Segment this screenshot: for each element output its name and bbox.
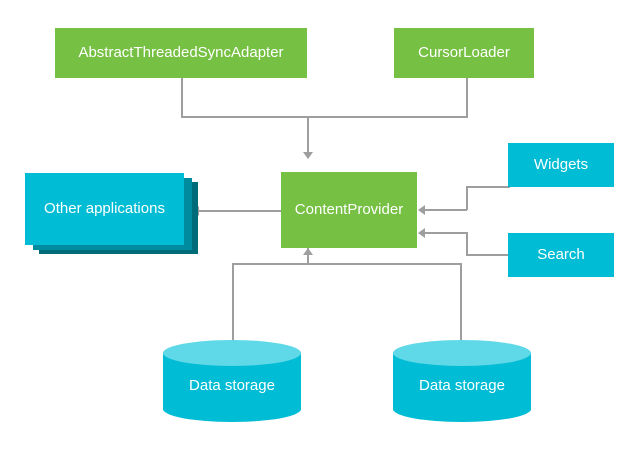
connector-storage-left-vertical (232, 263, 234, 353)
connector-widgets-vertical (466, 186, 468, 210)
connector-search-vertical (466, 232, 468, 256)
node-label-data-storage-right: Data storage (419, 377, 505, 394)
cylinder-bottom-ellipse-right (393, 396, 531, 422)
cylinder-top-ellipse-left (163, 340, 301, 366)
connector-provider-to-other-apps (199, 210, 281, 212)
connector-storage-right-vertical (460, 263, 462, 353)
connector-top-to-provider-vertical (307, 116, 309, 158)
connector-search-horizontal-left (425, 232, 467, 234)
node-cursor-loader[interactable]: CursorLoader (394, 28, 534, 78)
node-label-cursor-loader: CursorLoader (418, 44, 510, 62)
cylinder-top-ellipse-right (393, 340, 531, 366)
arrowhead-storage-to-provider (303, 248, 313, 255)
node-label-sync-adapter: AbstractThreadedSyncAdapter (78, 44, 284, 62)
connector-sync-adapter-vertical (181, 77, 183, 117)
cylinder-bottom-ellipse-left (163, 396, 301, 422)
connector-search-horizontal-right (466, 254, 510, 256)
node-search[interactable]: Search (508, 233, 614, 277)
node-abstract-threaded-sync-adapter[interactable]: AbstractThreadedSyncAdapter (55, 28, 307, 78)
node-label-other-applications: Other applications (44, 200, 165, 218)
connector-storage-to-provider-vertical (307, 247, 309, 265)
node-data-storage-right[interactable]: Data storage (393, 340, 531, 423)
node-widgets[interactable]: Widgets (508, 143, 614, 187)
node-content-provider[interactable]: ContentProvider (281, 172, 417, 248)
connector-cursor-loader-vertical (466, 77, 468, 117)
node-label-widgets: Widgets (533, 156, 589, 174)
node-label-data-storage-left: Data storage (189, 377, 275, 394)
arrowhead-search-to-provider (418, 228, 425, 238)
connector-widgets-horizontal-left (425, 209, 467, 211)
node-label-content-provider: ContentProvider (294, 201, 404, 219)
node-label-search: Search (537, 246, 585, 264)
connector-storage-bus-horizontal (232, 263, 461, 265)
node-other-applications[interactable]: Other applications (25, 173, 184, 245)
arrowhead-top-to-provider (303, 152, 313, 159)
arrowhead-widgets-to-provider (418, 205, 425, 215)
connector-top-bus-horizontal (181, 116, 468, 118)
node-data-storage-left[interactable]: Data storage (163, 340, 301, 423)
connector-widgets-horizontal-right (466, 186, 510, 188)
